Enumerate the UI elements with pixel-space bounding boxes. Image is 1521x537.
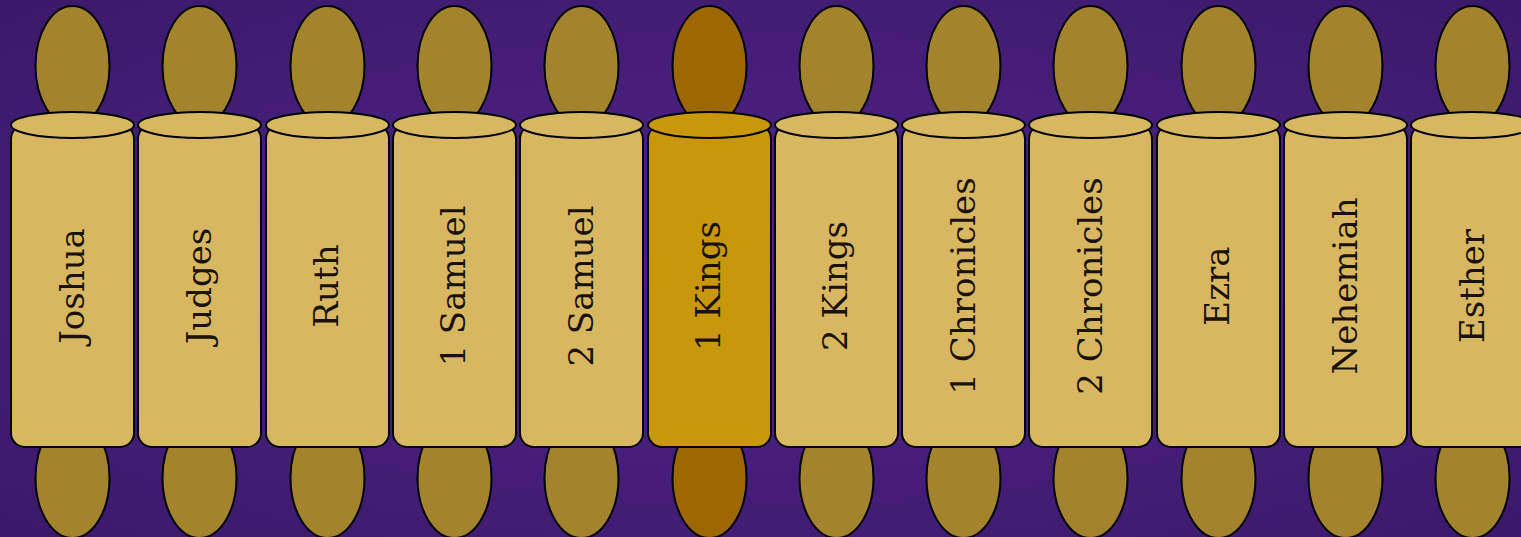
scroll-node: 2 Chronicles — [1028, 125, 1153, 447]
scroll-knob — [36, 6, 110, 126]
book-title: 1 Samuel — [436, 138, 473, 434]
scroll-body — [1157, 125, 1280, 447]
scroll-lip — [1157, 112, 1280, 138]
scroll-knob — [927, 6, 1001, 126]
scroll-body — [393, 125, 516, 447]
scroll-body — [1029, 125, 1152, 447]
book-title: Esther — [1454, 138, 1491, 434]
scroll-body — [520, 125, 643, 447]
scroll-knob — [672, 6, 746, 126]
scroll-lip — [775, 112, 898, 138]
scroll-body — [1284, 125, 1407, 447]
scroll-lip — [393, 112, 516, 138]
scroll-knob — [545, 6, 619, 126]
scroll-lip — [138, 112, 261, 138]
scroll-knob — [417, 6, 491, 126]
book-title: 2 Samuel — [563, 138, 600, 434]
scroll-knob — [1309, 6, 1383, 126]
book-title: 2 Chronicles — [1072, 138, 1109, 434]
book-title: 1 Chronicles — [945, 138, 982, 434]
book-title: Ruth — [308, 138, 345, 434]
scroll-knob — [1436, 6, 1510, 126]
scroll-lip — [902, 112, 1025, 138]
scroll-lip — [1284, 112, 1407, 138]
scroll-node: Nehemiah — [1283, 125, 1408, 447]
scroll-node: 2 Samuel — [519, 125, 644, 447]
scroll-body — [1411, 125, 1521, 447]
book-title: Ezra — [1199, 138, 1236, 434]
scroll-body — [902, 125, 1025, 447]
book-title: Nehemiah — [1327, 138, 1364, 434]
scroll-lip — [11, 112, 134, 138]
scroll-node: 1 Kings — [647, 125, 772, 447]
scroll-node: 1 Samuel — [392, 125, 517, 447]
scroll-lip — [1411, 112, 1521, 138]
scroll-body — [648, 125, 771, 447]
book-title: Judges — [181, 138, 218, 434]
scroll-knob — [1181, 6, 1255, 126]
scroll-node: 1 Chronicles — [901, 125, 1026, 447]
scroll-knob — [163, 6, 237, 126]
scroll-body — [775, 125, 898, 447]
book-title: Joshua — [54, 138, 91, 434]
scroll-lip — [648, 112, 771, 138]
scroll-node: 2 Kings — [774, 125, 899, 447]
scroll-body — [138, 125, 261, 447]
scroll-knob — [290, 6, 364, 126]
scroll-node: Ezra — [1156, 125, 1281, 447]
scroll-node: Judges — [137, 125, 262, 447]
scroll-knob — [1054, 6, 1128, 126]
scroll-node: Esther — [1410, 125, 1521, 447]
book-title: 2 Kings — [818, 138, 855, 434]
scroll-lip — [520, 112, 643, 138]
scroll-knob — [799, 6, 873, 126]
scroll-body — [11, 125, 134, 447]
scroll-body — [266, 125, 389, 447]
scroll-lip — [266, 112, 389, 138]
scroll-lip — [1029, 112, 1152, 138]
scroll-node: Joshua — [10, 125, 135, 447]
book-title: 1 Kings — [690, 138, 727, 434]
scroll-node: Ruth — [265, 125, 390, 447]
